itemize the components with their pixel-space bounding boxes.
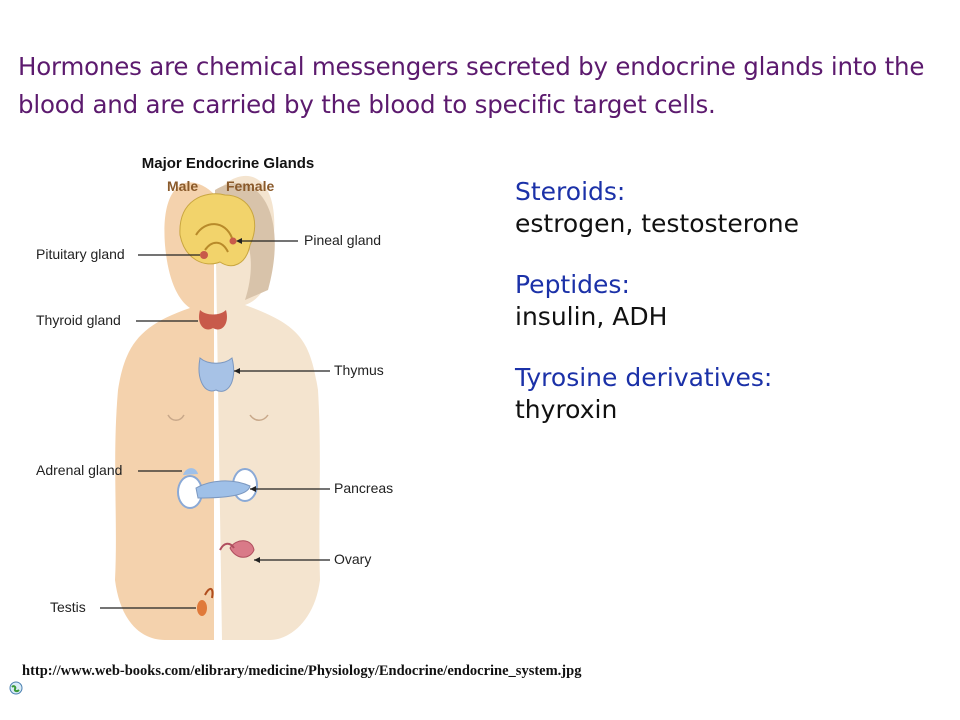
category-items: thyroxin <box>515 395 618 424</box>
label-pineal-gland: Pineal gland <box>304 232 382 248</box>
endocrine-diagram: Major Endocrine Glands Male Female Pitui… <box>0 140 470 650</box>
intro-text: Hormones are chemical messengers secrete… <box>18 52 925 119</box>
category-items: estrogen, testosterone <box>515 209 799 238</box>
label-pituitary-gland: Pituitary gland <box>36 246 125 262</box>
source-url: http://www.web-books.com/elibrary/medici… <box>22 663 582 679</box>
pituitary-gland-shape <box>200 251 208 259</box>
thymus-shape <box>198 357 235 392</box>
ovary-shape <box>229 540 255 558</box>
thyroid-gland-shape <box>199 310 227 330</box>
category-title: Peptides: <box>515 270 630 299</box>
male-label: Male <box>167 178 199 194</box>
diagram-title: Major Endocrine Glands <box>141 155 315 172</box>
globe-icon <box>9 681 23 695</box>
category-tyrosine-derivatives: Tyrosine derivatives: thyroxin <box>515 362 945 426</box>
female-label: Female <box>226 178 275 194</box>
label-testis: Testis <box>50 599 86 615</box>
label-ovary: Ovary <box>334 551 372 567</box>
category-peptides: Peptides: insulin, ADH <box>515 269 945 333</box>
testis-shape <box>197 600 207 616</box>
leader-lines <box>100 240 330 609</box>
category-title: Tyrosine derivatives: <box>515 363 773 392</box>
body-illustration <box>100 175 330 641</box>
female-body <box>215 175 320 641</box>
label-adrenal-gland: Adrenal gland <box>36 462 123 478</box>
category-title: Steroids: <box>515 177 626 206</box>
adrenal-gland-shape <box>183 468 198 475</box>
category-items: insulin, ADH <box>515 302 668 331</box>
pineal-gland-shape <box>229 237 237 245</box>
label-thymus: Thymus <box>334 362 384 378</box>
hormone-categories: Steroids: estrogen, testosterone Peptide… <box>515 176 945 455</box>
label-thyroid-gland: Thyroid gland <box>36 312 121 328</box>
male-body <box>115 182 215 640</box>
pancreas-shape <box>195 480 251 499</box>
label-pancreas: Pancreas <box>334 480 394 496</box>
category-steroids: Steroids: estrogen, testosterone <box>515 176 945 240</box>
